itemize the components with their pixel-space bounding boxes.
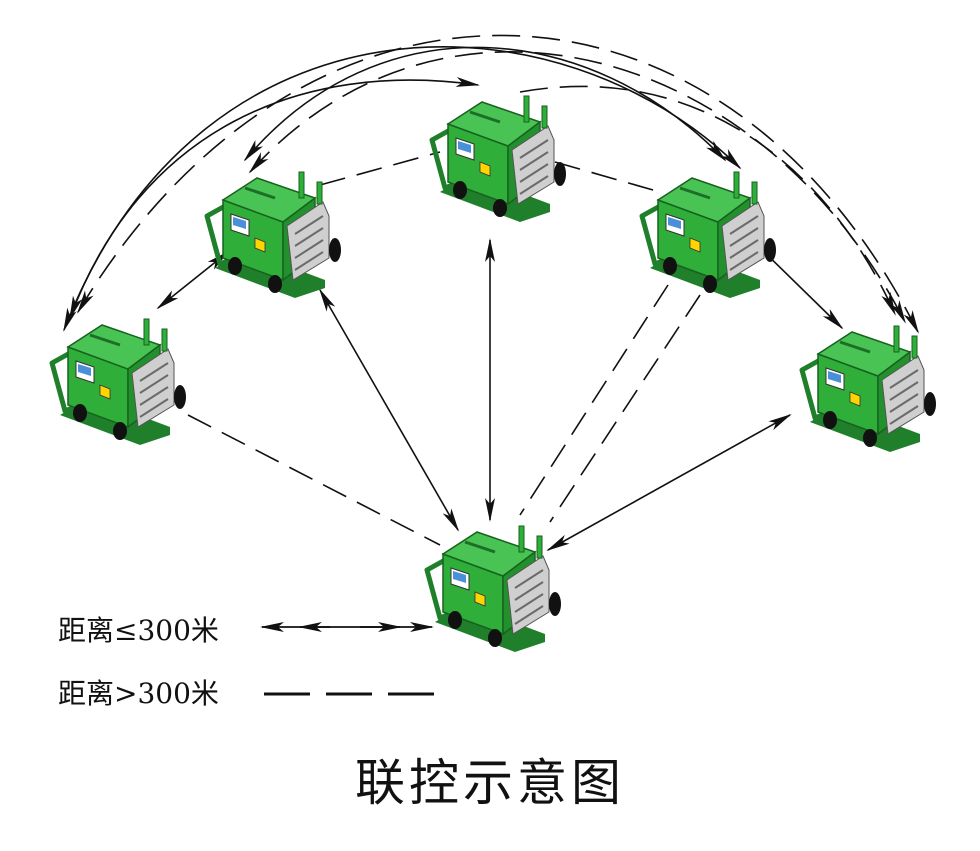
arc-left-to-upper-right [63,46,742,332]
link-upper-left-bottom [319,288,459,532]
link-top-upper-right-dashed [554,161,661,193]
link-upper-left-top-dashed [319,151,441,186]
link-left-upper-left [156,250,230,310]
link-straight [156,151,844,551]
machine-bottom-center [427,526,561,652]
machine-right [802,326,936,452]
machine-left [52,319,186,445]
machine-top-center [432,96,566,222]
link-right-bottom [546,414,792,551]
legend: 距离≤300米 距离>300米 [58,614,434,710]
machine-upper-left [207,172,341,298]
machine-upper-right [642,172,776,298]
arc-upper-left-to-upper-right [243,46,727,162]
legend-dashed-label: 距离>300米 [58,677,219,710]
legend-solid-label: 距离≤300米 [58,614,219,647]
link-arcs [63,34,919,334]
link-upper-right-bottom-dashed-2 [549,294,701,523]
link-left-bottom-dashed [187,414,441,546]
link-upper-right-bottom-dashed [519,284,669,516]
diagram-title: 联控示意图 [355,754,625,812]
arc-upper-left-to-right [248,51,906,324]
arc-top-center-to-right [519,85,896,316]
